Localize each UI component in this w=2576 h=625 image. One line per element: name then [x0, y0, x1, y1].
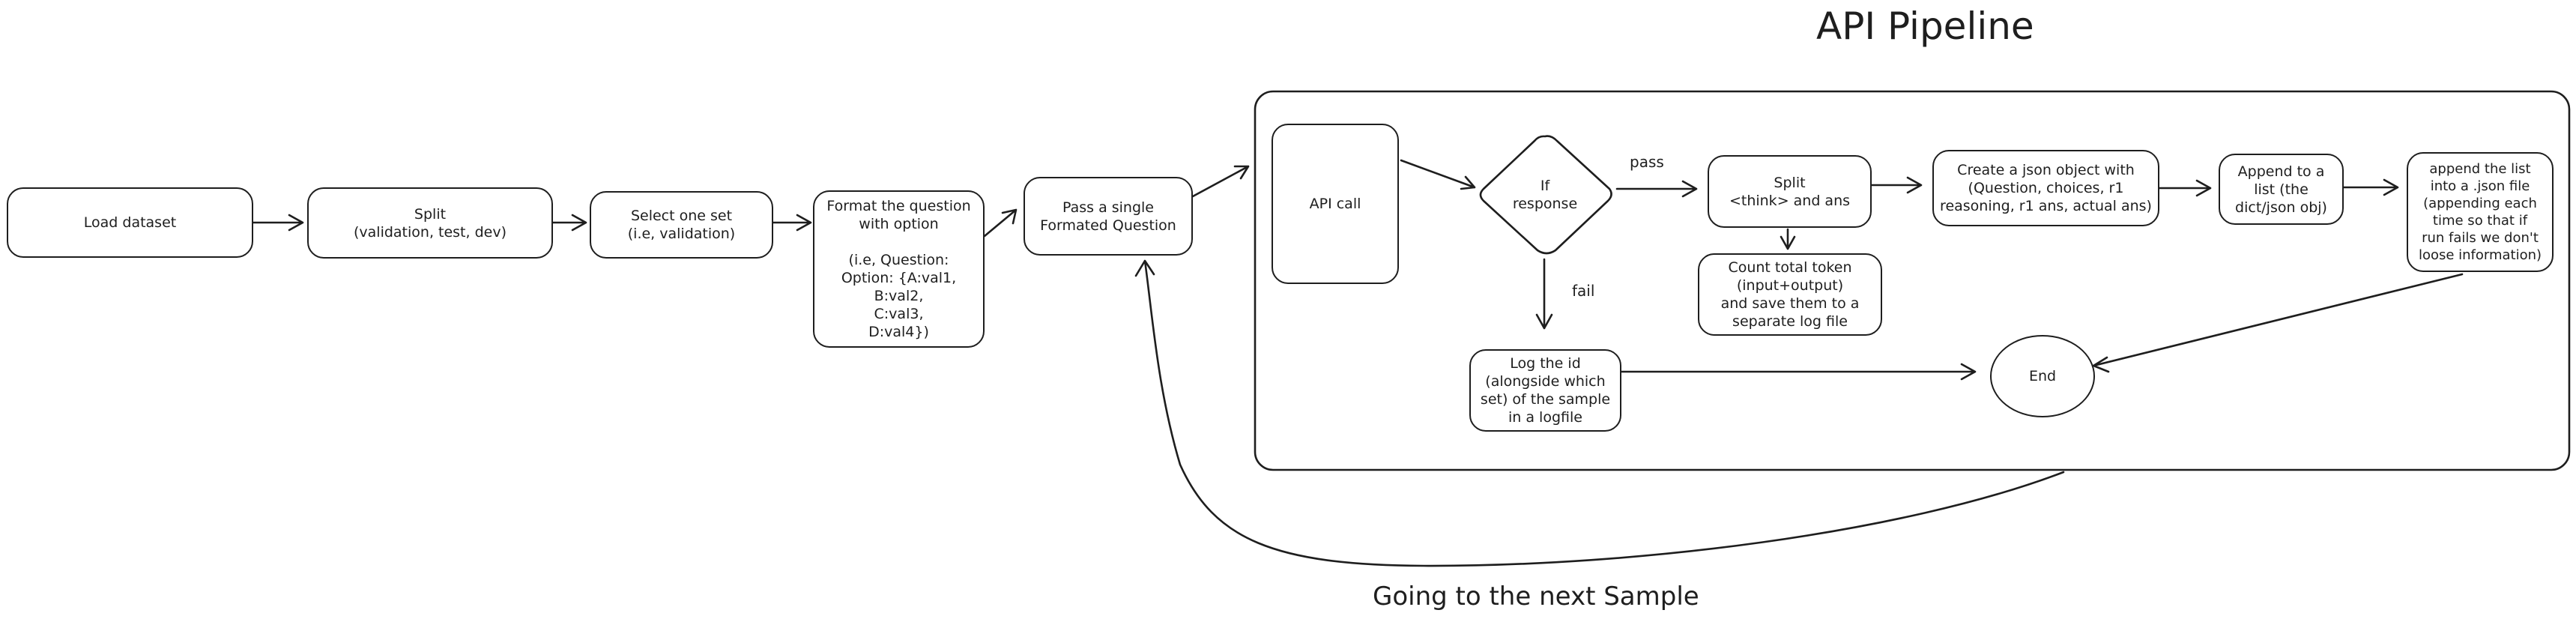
- node-append-list: Append to a list (the dict/json obj): [2219, 154, 2344, 225]
- edge-if-to-log: [1535, 258, 1553, 330]
- edge-label-fail: fail: [1572, 282, 1595, 300]
- api-pipeline-container: [1254, 90, 2571, 471]
- edge-append-list-to-file: [2342, 178, 2399, 196]
- edge-pass-to-container: [1191, 165, 1250, 198]
- edge-load-to-split: [252, 214, 304, 232]
- edge-split-think-to-count: [1780, 228, 1796, 250]
- edge-select-to-format: [772, 214, 812, 232]
- edge-if-to-split-think: [1615, 180, 1698, 198]
- edge-file-to-end: [2092, 273, 2464, 373]
- loop-label: Going to the next Sample: [1373, 582, 1699, 612]
- node-load-dataset: Load dataset: [7, 187, 253, 258]
- diagram-title: API Pipeline: [1816, 4, 2034, 48]
- edge-log-to-end: [1620, 363, 1977, 381]
- if-response-diamond: [1479, 135, 1612, 255]
- node-append-file: append the list into a .json file (appen…: [2407, 152, 2554, 272]
- edge-split-to-select: [551, 214, 587, 232]
- edge-label-pass: pass: [1630, 153, 1664, 171]
- edge-json-to-append-list: [2158, 179, 2212, 197]
- node-create-json: Create a json object with (Question, cho…: [1932, 150, 2159, 226]
- node-api-call: API call: [1272, 124, 1399, 284]
- edge-api-to-if: [1400, 159, 1476, 190]
- node-pass-question: Pass a single Formated Question: [1024, 177, 1193, 256]
- node-count-tokens: Count total token (input+output) and sav…: [1698, 253, 1882, 336]
- node-end: End: [1990, 335, 2095, 417]
- node-select-set: Select one set (i.e, validation): [590, 191, 773, 259]
- node-log-id: Log the id (alongside which set) of the …: [1469, 349, 1621, 432]
- node-format-question: Format the question with option (i.e, Qu…: [813, 190, 985, 348]
- edge-split-think-to-json: [1870, 176, 1923, 194]
- node-if-response: If response: [1512, 178, 1578, 212]
- edge-loop-next-sample: [1134, 259, 2065, 567]
- node-split-sets: Split (validation, test, dev): [307, 187, 553, 259]
- node-split-think: Split <think> and ans: [1708, 155, 1872, 228]
- edge-format-to-pass: [983, 208, 1018, 238]
